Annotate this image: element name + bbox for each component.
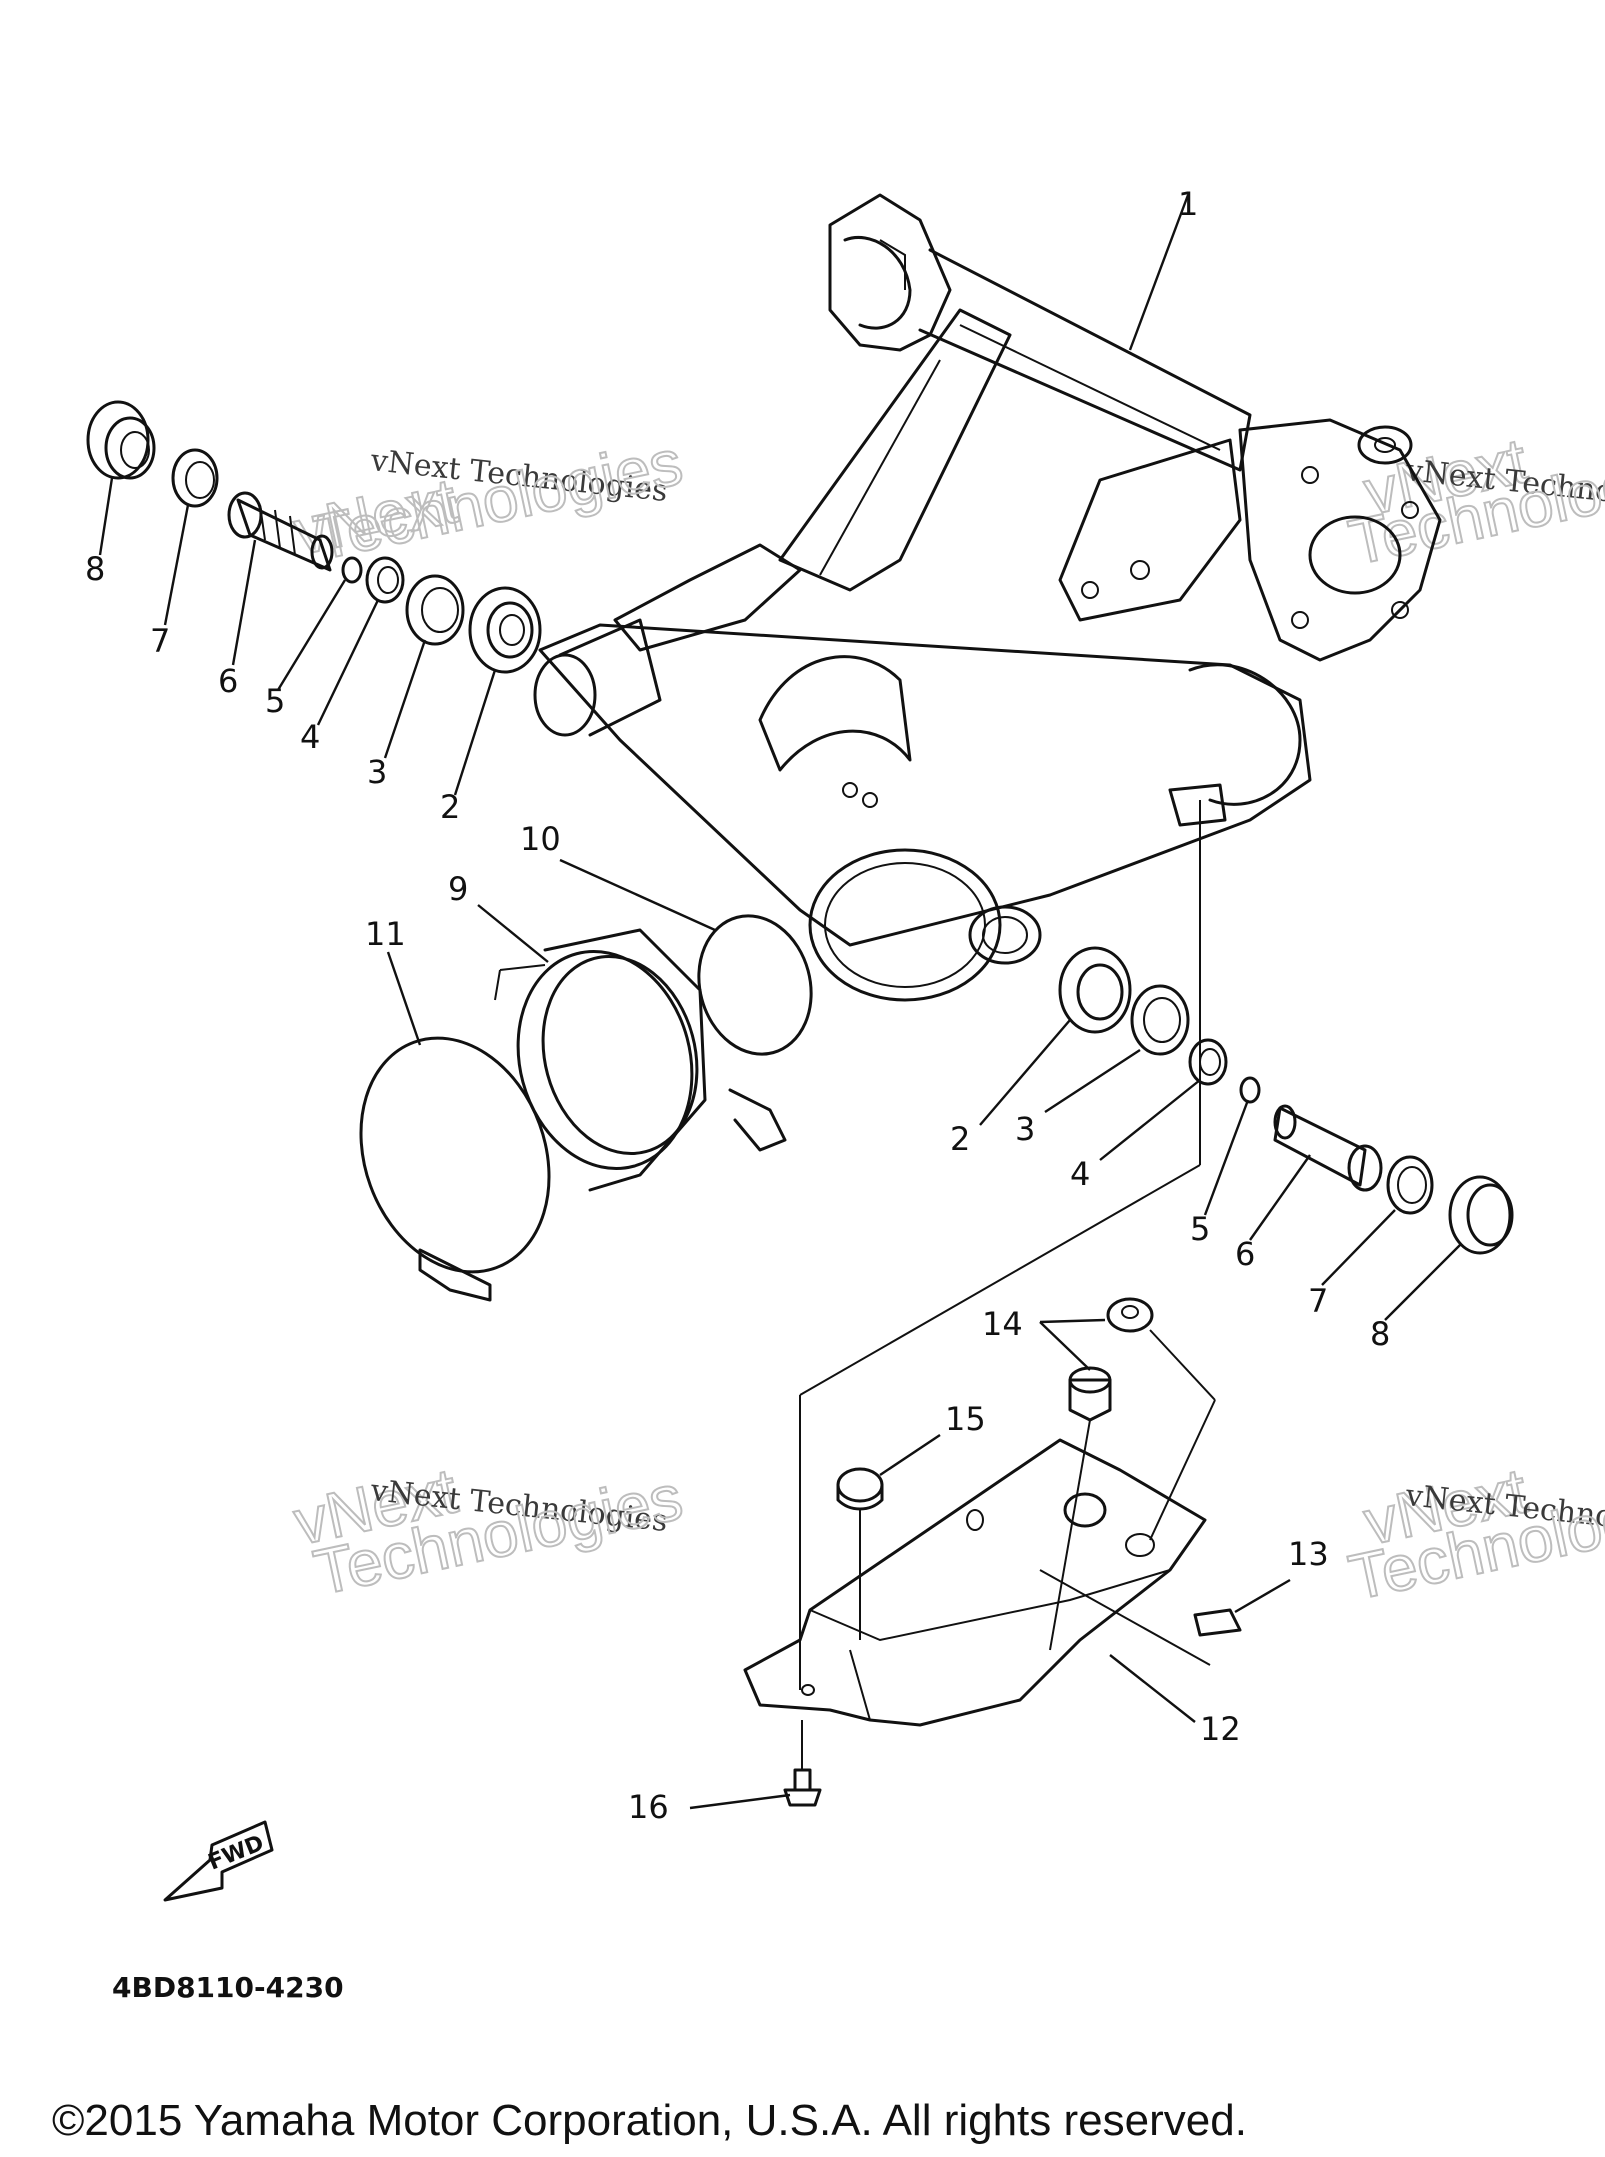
callout-6-left: 6 bbox=[218, 662, 238, 700]
part-6-right bbox=[1273, 1104, 1383, 1192]
watermark-4: vNext vNext Technologies Technologies bbox=[1342, 1453, 1605, 1614]
callout-4-right: 4 bbox=[1070, 1155, 1090, 1193]
part-13-pad bbox=[1193, 1608, 1242, 1637]
part-7-right bbox=[1386, 1155, 1434, 1215]
part-5-left bbox=[341, 556, 363, 584]
part-4-left bbox=[365, 556, 405, 604]
callout-8-left: 8 bbox=[85, 550, 105, 588]
callout-4-left: 4 bbox=[300, 718, 320, 756]
svg-text:Technologies: Technologies bbox=[308, 426, 688, 574]
callout-15: 15 bbox=[945, 1400, 986, 1438]
callout-3-left: 3 bbox=[367, 753, 387, 791]
part-12-cover bbox=[743, 1438, 1207, 1727]
copyright-notice: ©2015 Yamaha Motor Corporation, U.S.A. A… bbox=[52, 2096, 1247, 2145]
callout-13: 13 bbox=[1288, 1535, 1329, 1573]
part-2-right bbox=[1058, 946, 1132, 1034]
callout-7-right: 7 bbox=[1308, 1282, 1328, 1320]
callout-2-left: 2 bbox=[440, 788, 460, 826]
callout-7-left: 7 bbox=[150, 622, 170, 660]
fwd-arrow-icon: FWD bbox=[163, 1820, 274, 1902]
part-7-left bbox=[171, 448, 219, 508]
callout-6-right: 6 bbox=[1235, 1235, 1255, 1273]
callout-3-right: 3 bbox=[1015, 1110, 1035, 1148]
callout-labels: 1 8 7 6 5 4 3 2 10 9 11 2 3 4 5 6 7 8 14… bbox=[85, 185, 1390, 1826]
part-4-right bbox=[1188, 1038, 1228, 1086]
part-14-grommets bbox=[1068, 1297, 1154, 1422]
callout-5-left: 5 bbox=[265, 682, 285, 720]
part-16-bolt bbox=[783, 1768, 822, 1807]
watermark-3: vNext vNext Technologies Technologies bbox=[287, 1453, 689, 1609]
callout-1: 1 bbox=[1178, 185, 1198, 223]
part-10-ring bbox=[697, 914, 813, 1056]
part-8-left bbox=[86, 400, 156, 480]
callout-16: 16 bbox=[628, 1788, 669, 1826]
right-parts-group bbox=[1058, 946, 1514, 1255]
callout-10: 10 bbox=[520, 820, 561, 858]
part-9-boot bbox=[494, 928, 787, 1192]
left-parts-group bbox=[86, 400, 542, 674]
part-6-left bbox=[227, 491, 334, 572]
leader-lines bbox=[98, 194, 1461, 1810]
fwd-label: FWD bbox=[205, 1831, 268, 1876]
callout-11: 11 bbox=[365, 915, 406, 953]
callout-5-right: 5 bbox=[1190, 1210, 1210, 1248]
part-15-plug bbox=[836, 1467, 884, 1511]
callout-14: 14 bbox=[982, 1305, 1023, 1343]
diagram-code: 4BD8110-4230 bbox=[112, 1971, 344, 2004]
part-8-right bbox=[1448, 1175, 1514, 1255]
watermark-2: vNext vNext Technologies Technologies bbox=[1342, 423, 1605, 579]
part-3-left bbox=[405, 574, 465, 646]
callout-12: 12 bbox=[1200, 1710, 1241, 1748]
callout-9: 9 bbox=[448, 870, 468, 908]
callout-2-right: 2 bbox=[950, 1120, 970, 1158]
part-11-band bbox=[359, 1036, 551, 1302]
swingarm-part-1 bbox=[533, 193, 1442, 1002]
callout-8-right: 8 bbox=[1370, 1315, 1390, 1353]
watermark-1: vNext vNext Technologies Technologies bbox=[287, 425, 689, 575]
part-5-right bbox=[1239, 1076, 1261, 1104]
part-3-right bbox=[1130, 984, 1190, 1056]
part-2-left bbox=[468, 586, 542, 674]
